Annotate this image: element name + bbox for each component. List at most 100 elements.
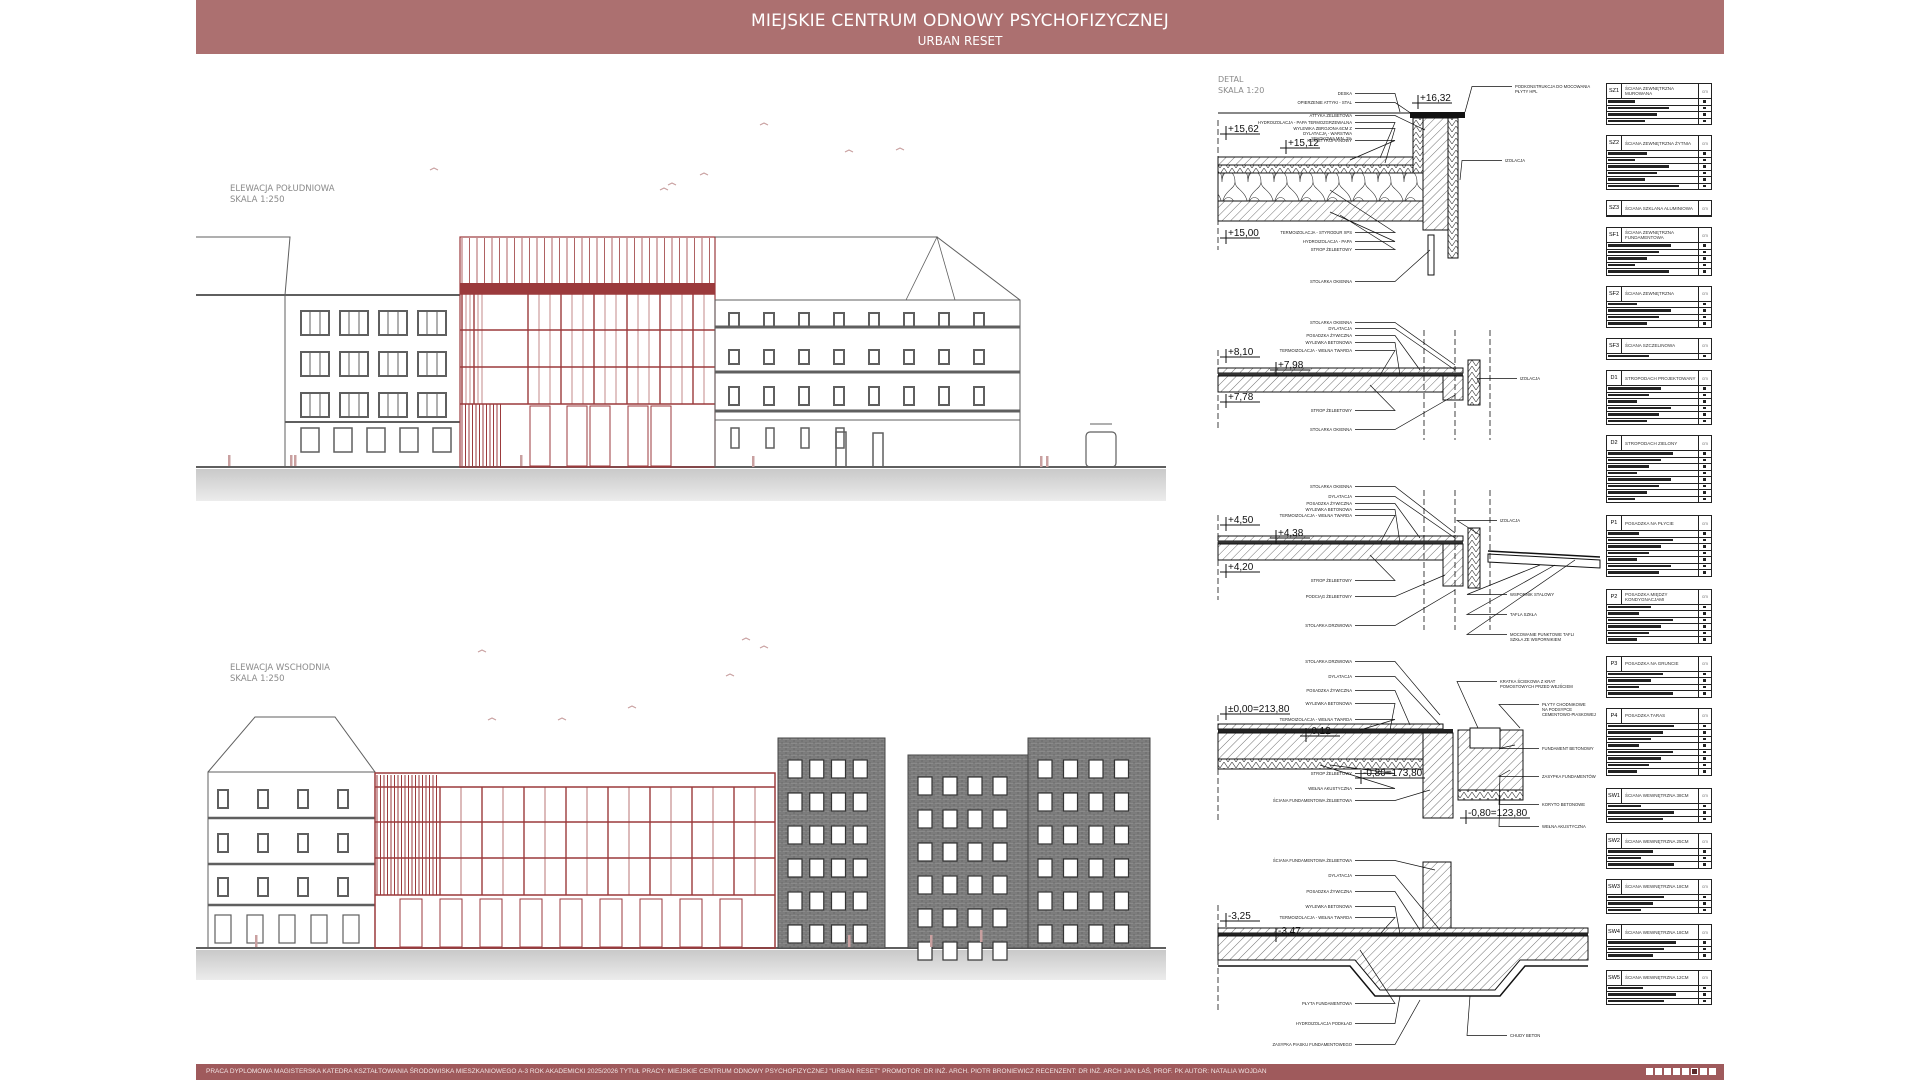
annotation-label: ŚCIANA FUNDAMENTOWA ŻELBETOWA	[1273, 858, 1352, 863]
table-row	[1607, 749, 1711, 756]
table-row	[1607, 314, 1711, 321]
leader-line	[1355, 394, 1456, 430]
ground-glazing	[650, 405, 672, 467]
person	[520, 455, 523, 466]
ground-window	[835, 427, 845, 449]
leader-line	[1498, 704, 1539, 729]
annotation-line: KRATKA ŚCIEKOWA Z KRAT	[1500, 679, 1556, 684]
leader-line	[1355, 875, 1441, 931]
window	[967, 908, 983, 928]
window	[378, 310, 408, 336]
table-row	[1607, 730, 1711, 737]
level-marker	[1220, 517, 1260, 531]
table-row	[1607, 604, 1711, 611]
table-row	[1607, 151, 1711, 158]
annotation-line: DYLATACJĄ - WARSTWA	[1303, 131, 1352, 136]
window	[1088, 924, 1104, 944]
window	[917, 875, 933, 895]
window	[257, 789, 269, 809]
window	[833, 312, 845, 328]
ground-glazing	[719, 898, 743, 948]
shop-window	[432, 427, 452, 453]
window	[300, 392, 330, 418]
table-unit: cm	[1698, 136, 1711, 150]
annotation-label: HYDROIZOLACJA - PAPA	[1303, 239, 1352, 244]
leader-line	[1355, 554, 1396, 581]
beam	[1442, 543, 1464, 587]
leader-line	[1349, 140, 1396, 161]
annotation-label: TERMOIZOLACJA - WEŁNA TWARDA	[1280, 513, 1353, 518]
window	[1037, 924, 1053, 944]
leader-line	[1355, 335, 1421, 371]
window	[852, 924, 868, 944]
annotation-label: WYLEWKA BETONOWA	[1305, 507, 1352, 512]
leader-line	[1459, 160, 1502, 181]
window-frame	[1427, 234, 1435, 276]
level-label: +4,38	[1278, 528, 1304, 539]
table-unit: cm	[1698, 589, 1711, 604]
table-unit: cm	[1698, 656, 1711, 671]
leader-line	[1355, 703, 1396, 731]
window	[300, 351, 330, 377]
person	[294, 455, 297, 466]
table-row	[1607, 953, 1711, 959]
board-header: MIEJSKIE CENTRUM ODNOWY PSYCHOFIZYCZNEJ …	[196, 0, 1724, 54]
level-marker	[1270, 530, 1310, 544]
construction-details: +16,32+15,62+15,12+15,00DESKAOPIERZENIE …	[1217, 84, 1601, 1047]
table-title: STROPODACH ZIELONY	[1625, 440, 1678, 446]
table-row	[1607, 483, 1711, 490]
waterproofing	[1218, 965, 1588, 997]
table-row	[1607, 736, 1711, 743]
bird	[667, 182, 677, 186]
window	[1113, 792, 1130, 812]
detail-scale: SKALA 1:20	[1218, 86, 1265, 95]
window	[1088, 792, 1104, 812]
annotation-line: NA PODSYPCE	[1542, 707, 1572, 712]
window	[728, 312, 740, 328]
table-row	[1607, 399, 1711, 406]
shop-window	[366, 427, 386, 453]
wall-insulation	[1467, 359, 1481, 406]
leader-line	[1319, 764, 1396, 789]
window	[787, 891, 803, 911]
leader-line	[1355, 906, 1401, 935]
level-marker	[1412, 95, 1452, 109]
leader-line	[1355, 789, 1431, 801]
door	[835, 431, 847, 468]
glass-pane	[1487, 550, 1601, 558]
board-subtitle: URBAN RESET	[917, 34, 1003, 48]
table-code: SW1	[1607, 788, 1622, 803]
window	[830, 825, 847, 845]
detail-caption: DETAL SKALA 1:20	[1218, 74, 1264, 96]
ground-glazing	[639, 898, 663, 948]
table-row	[1607, 550, 1711, 557]
table-row	[1607, 762, 1711, 769]
table-row	[1607, 112, 1711, 119]
window	[917, 776, 933, 796]
annotation-line: CEMENTOWO-PIASKOWEJ	[1542, 712, 1596, 717]
window	[868, 386, 880, 406]
annotation-label: DYLATACJA	[1328, 674, 1352, 679]
table-row	[1607, 496, 1711, 502]
level-marker	[1220, 394, 1260, 408]
window	[942, 875, 958, 895]
steel-bracket	[1487, 553, 1601, 569]
window	[337, 789, 349, 809]
annotation-label: STOLARKA DRZWIOWA	[1305, 623, 1352, 628]
table-row	[1607, 544, 1711, 551]
table-row	[1607, 691, 1711, 697]
bird	[844, 149, 854, 153]
table-row	[1607, 557, 1711, 564]
annotation-label: STOLARKA OKIENNA	[1310, 427, 1352, 432]
window	[798, 386, 810, 406]
window	[1037, 858, 1053, 878]
